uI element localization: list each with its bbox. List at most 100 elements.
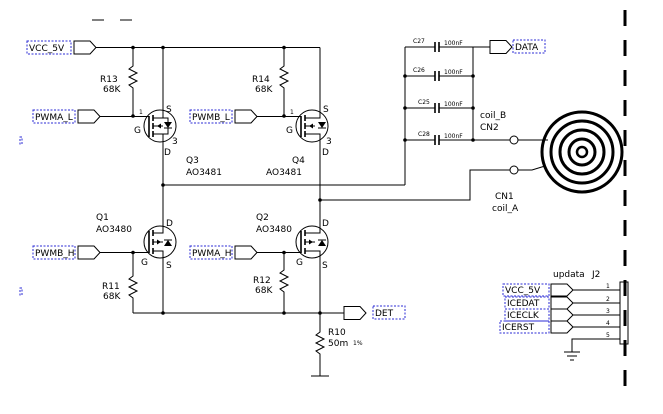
net-label-data: DATA [489, 39, 546, 54]
svg-text:100nF: 100nF [444, 101, 463, 108]
svg-text:Q3: Q3 [186, 156, 199, 166]
svg-text:3: 3 [326, 137, 332, 147]
svg-text:100nF: 100nF [444, 133, 463, 140]
svg-text:G: G [141, 258, 148, 268]
svg-text:S: S [166, 261, 172, 271]
svg-text:ICECLK: ICECLK [507, 311, 540, 321]
net-label-pwma-h: PWMA_H [189, 245, 258, 260]
svg-text:R11: R11 [102, 282, 120, 292]
svg-text:J2: J2 [591, 270, 600, 280]
svg-text:updata: updata [553, 270, 585, 280]
net-label-det: DET [343, 305, 406, 320]
svg-text:68K: 68K [255, 85, 273, 95]
capacitor-c25: C25 100nF [405, 99, 473, 113]
svg-text:68K: 68K [255, 286, 273, 296]
svg-text:1: 1 [290, 109, 294, 116]
svg-text:CN2: CN2 [480, 123, 499, 133]
connector-cn2: coil_B CN2 [480, 111, 548, 145]
mosfet-q1: D G S Q1 AO3480 [96, 213, 177, 313]
mosfet-q2: D G S Q2 AO3480 [256, 213, 329, 313]
svg-text:D: D [322, 219, 329, 229]
mosfet-q3: 1 G S 3 D Q3 AO3481 [134, 47, 222, 185]
svg-text:5: 5 [606, 332, 610, 339]
svg-text:C27: C27 [413, 38, 425, 45]
svg-text:C28: C28 [418, 131, 430, 138]
svg-text:PWMB_L: PWMB_L [192, 113, 230, 123]
svg-text:AO3480: AO3480 [96, 225, 132, 235]
svg-text:R12: R12 [253, 276, 271, 286]
svg-text:1: 1 [139, 109, 143, 116]
svg-text:G: G [134, 126, 141, 136]
svg-text:4: 4 [606, 320, 610, 327]
svg-text:AO3481: AO3481 [266, 168, 302, 178]
svg-text:VCC_5V: VCC_5V [29, 44, 65, 54]
resistor-r12: R12 68K [253, 252, 290, 313]
svg-text:PWMA_H: PWMA_H [192, 249, 232, 259]
svg-text:Q4: Q4 [292, 156, 305, 166]
resistor-r14: R14 68K [252, 47, 290, 116]
svg-text:S: S [323, 105, 329, 115]
capacitor-c26: C26 100nF [405, 67, 473, 81]
svg-text:ICEDAT: ICEDAT [507, 299, 540, 309]
svg-text:1: 1 [606, 283, 610, 290]
svg-text:68K: 68K [103, 292, 121, 302]
svg-text:100nF: 100nF [444, 40, 463, 47]
net-label-pwma-l: PWMA_L [32, 109, 101, 124]
svg-text:1%: 1% [353, 340, 363, 347]
svg-text:PWMA_L: PWMA_L [35, 113, 73, 123]
junction [282, 311, 286, 315]
svg-text:68K: 68K [103, 85, 121, 95]
svg-text:DET: DET [375, 309, 394, 319]
svg-text:coil_A: coil_A [492, 204, 519, 214]
resistor-r10: R10 50m 1% [314, 313, 363, 376]
resistor-r11: R11 68K [102, 252, 139, 313]
svg-text:PWMB_H: PWMB_H [35, 249, 75, 259]
header-pin-3: ICECLK 3 [504, 308, 620, 322]
svg-text:2: 2 [606, 296, 610, 303]
svg-text:3: 3 [606, 308, 610, 315]
header-pin-2: ICEDAT 2 [504, 296, 620, 310]
svg-text:VCC_5V: VCC_5V [505, 286, 541, 296]
header-j2: updata J2 VCC_5V 1 ICEDAT 2 ICECLK 3 ICE… [499, 270, 629, 361]
resistor-r13: R13 68K [100, 47, 139, 116]
svg-text:C26: C26 [413, 67, 425, 74]
net-label-pwmb-l: PWMB_L [189, 109, 258, 124]
svg-text:DATA: DATA [515, 43, 539, 53]
svg-text:G: G [296, 258, 303, 268]
svg-text:50m: 50m [328, 339, 348, 349]
offpage-mark [19, 287, 23, 296]
header-pin-1: VCC_5V 1 [502, 283, 620, 297]
svg-text:coil_B: coil_B [480, 111, 506, 121]
offpage-mark [19, 136, 23, 145]
header-pin-4: ICERST 4 [499, 320, 620, 334]
svg-text:S: S [322, 261, 328, 271]
capacitor-c27: C27 100nF [405, 38, 473, 52]
svg-text:3: 3 [172, 137, 178, 147]
header-pin-5: 5 [564, 332, 620, 361]
wire-node-a [320, 169, 510, 201]
svg-text:100nF: 100nF [444, 69, 463, 76]
svg-text:S: S [166, 105, 172, 115]
svg-text:AO3480: AO3480 [256, 225, 292, 235]
svg-text:CN1: CN1 [495, 192, 514, 202]
net-label-pwmb-h: PWMB_H [32, 245, 101, 260]
net-label-vcc: VCC_5V [26, 40, 97, 55]
connector-cn1: CN1 coil_A [492, 165, 546, 214]
svg-text:R14: R14 [252, 75, 270, 85]
induction-coil [540, 110, 624, 194]
svg-text:Q2: Q2 [256, 213, 269, 223]
svg-text:C25: C25 [418, 99, 430, 106]
svg-text:D: D [164, 148, 171, 158]
svg-text:Q1: Q1 [96, 213, 109, 223]
svg-text:R13: R13 [100, 75, 118, 85]
svg-text:AO3481: AO3481 [186, 168, 222, 178]
svg-text:D: D [322, 148, 329, 158]
svg-text:D: D [166, 219, 173, 229]
svg-text:ICERST: ICERST [502, 323, 535, 333]
junction [161, 311, 165, 315]
svg-text:G: G [286, 126, 293, 136]
capacitor-c28: C28 100nF [405, 131, 510, 145]
svg-text:R10: R10 [328, 328, 346, 338]
mosfet-q4: 1 G S 3 D Q4 AO3481 [266, 47, 332, 200]
